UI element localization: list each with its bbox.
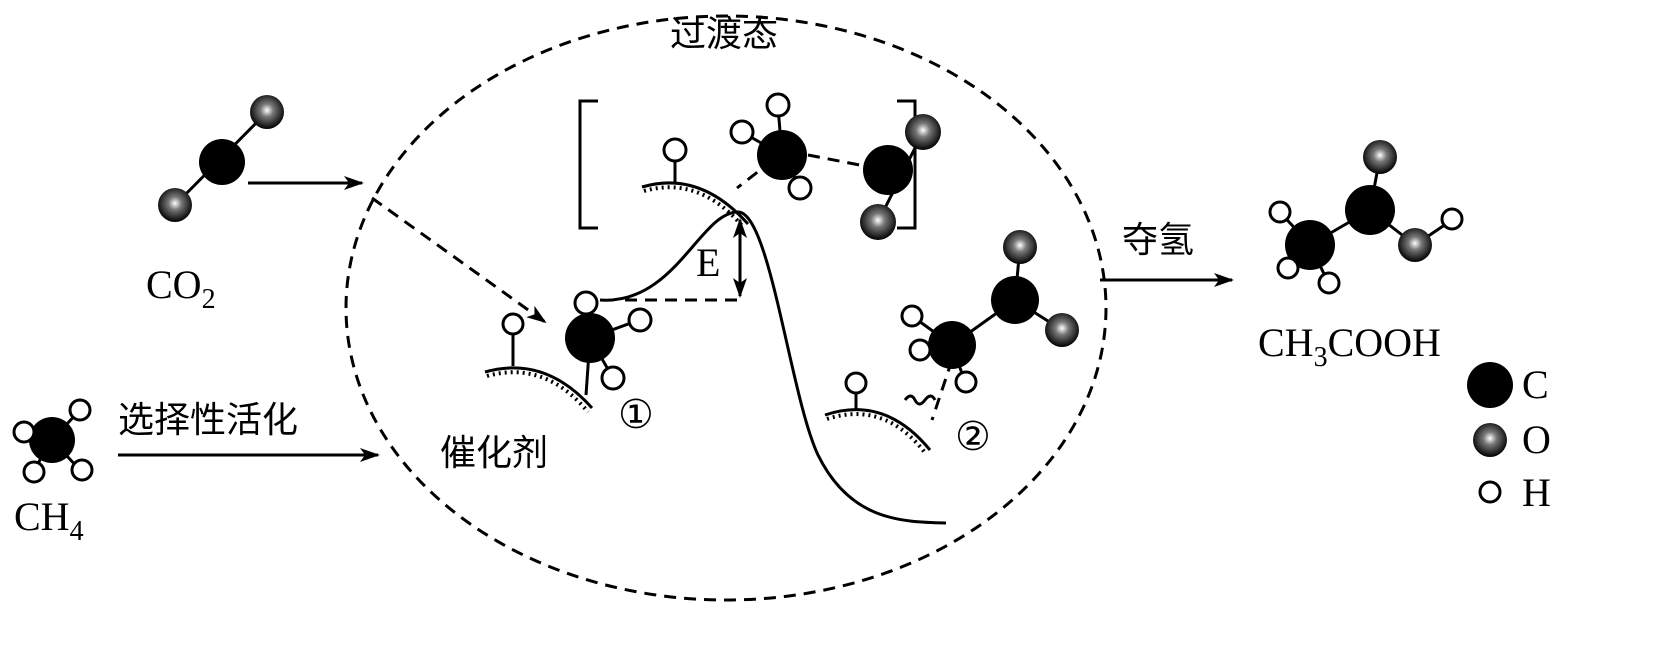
legend-hydrogen-icon [1478,480,1502,504]
co2-dashed-arrow [371,196,547,324]
ch4-molecule [12,398,94,484]
ch4-label: CH4 [14,494,84,547]
legend-label-carbon: C [1522,362,1549,407]
step-2-marker: ② [955,414,991,460]
right-bracket [897,99,917,230]
catalyst-site-1 [484,312,594,414]
ch3-adsorbed-molecule [565,290,653,396]
legend-label-oxygen: O [1522,417,1551,462]
step-1-marker: ① [618,392,654,438]
legend-carbon-icon [1467,362,1513,408]
acetic-acid-forming-molecule [900,230,1079,394]
reaction-zone-ellipse [344,14,1108,602]
catalyst-site-2 [824,359,954,456]
transition-state-complex [641,92,941,240]
hydrogen-abstraction-label: 夺氢 [1122,220,1194,261]
weak-interaction-wavy-line [903,394,937,406]
activation-energy-label: E [696,240,720,285]
catalyst-label: 催化剂 [440,433,548,474]
left-bracket [578,99,598,230]
energy-profile-curve [599,210,947,525]
acetic-acid-label: CH3COOH [1258,320,1441,373]
co2-molecule [158,95,284,222]
acetic-acid-molecule [1268,140,1464,295]
legend-oxygen-icon [1473,423,1507,457]
legend: C O H [1467,362,1551,515]
transition-state-label: 过渡态 [670,14,778,55]
legend-label-hydrogen: H [1522,470,1551,515]
selective-activation-label: 选择性活化 [118,400,298,441]
co2-label: CO2 [146,262,216,315]
